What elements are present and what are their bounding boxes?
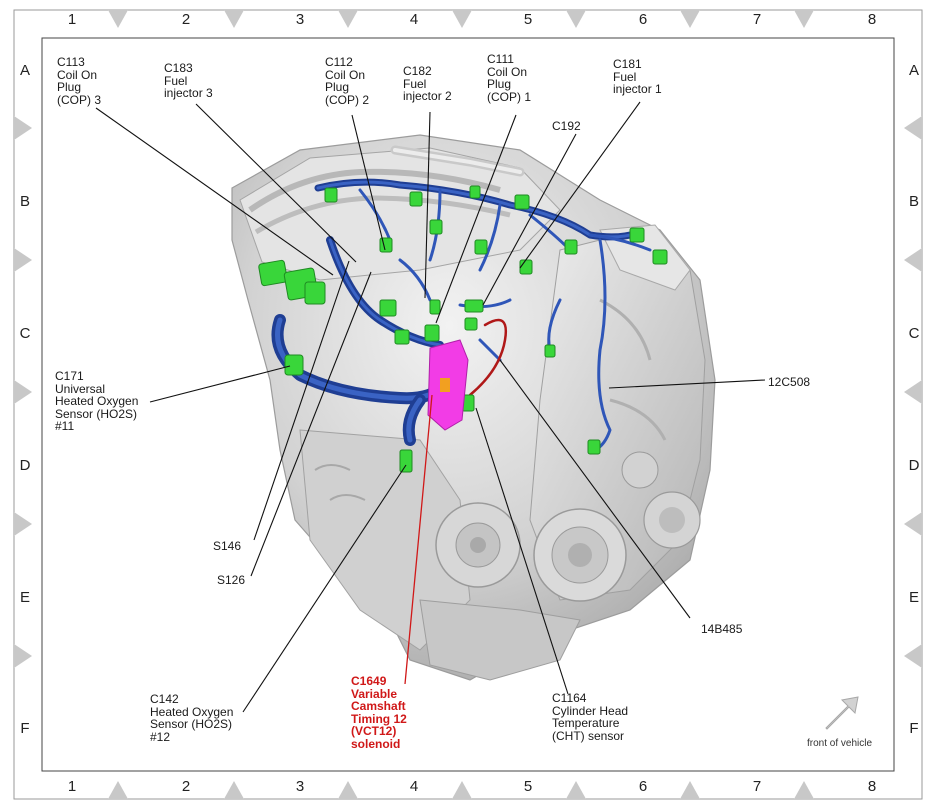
vct-solenoid-highlight — [427, 339, 469, 431]
label-14b485: 14B485 — [701, 622, 743, 636]
grid-row-left-e: E — [19, 589, 30, 606]
label-c192: C192 — [552, 119, 581, 133]
grid-col-top-8: 8 — [867, 11, 877, 28]
grid-row-left-a: A — [19, 62, 30, 79]
label-s146: S146 — [213, 539, 242, 553]
wiring-harness — [271, 178, 652, 452]
grid-row-left-c: C — [19, 325, 31, 342]
label-c113: C113 Coil On Plug (COP) 3 — [57, 55, 102, 107]
grid-col-top-3: 3 — [295, 11, 305, 28]
connectors — [258, 185, 668, 473]
grid-col-top-1: 1 — [67, 11, 77, 28]
border-markers — [14, 10, 922, 799]
front-of-vehicle-label: front of vehicle — [807, 738, 873, 749]
label-c142: C142 Heated Oxygen Sensor (HO2S) #12 — [150, 692, 234, 744]
label-s126: S126 — [217, 573, 246, 587]
label-c171: C171 Universal Heated Oxygen Sensor (HO2… — [55, 369, 139, 433]
grid-row-right-f: F — [909, 720, 919, 737]
grid-col-top-6: 6 — [638, 11, 648, 28]
grid-row-left-d: D — [19, 457, 31, 474]
label-c111: C111 Coil On Plug (COP) 1 — [487, 52, 532, 104]
grid-col-top-5: 5 — [523, 11, 533, 28]
grid-row-right-e: E — [908, 589, 919, 606]
grid-row-right-c: C — [908, 325, 920, 342]
grid-col-bottom-4: 4 — [409, 778, 419, 795]
grid-col-bottom-5: 5 — [523, 778, 533, 795]
vct-leader-line — [404, 394, 433, 685]
grid-col-top-4: 4 — [409, 11, 419, 28]
grid-col-top-7: 7 — [752, 11, 762, 28]
grid-row-left-f: F — [20, 720, 30, 737]
grid-row-right-a: A — [908, 62, 919, 79]
grid-row-right-b: B — [908, 193, 919, 210]
front-arrow-icon — [825, 696, 859, 730]
label-c181: C181 Fuel injector 1 — [613, 57, 662, 96]
inner-border — [41, 37, 895, 772]
grid-row-right-d: D — [908, 457, 920, 474]
grid-col-top-2: 2 — [181, 11, 191, 28]
grid-col-bottom-7: 7 — [752, 778, 762, 795]
label-c112: C112 Coil On Plug (COP) 2 — [325, 55, 370, 107]
grid-col-bottom-2: 2 — [181, 778, 191, 795]
label-c182: C182 Fuel injector 2 — [403, 64, 452, 103]
grid-row-left-b: B — [19, 193, 30, 210]
grid-col-bottom-1: 1 — [67, 778, 77, 795]
grid-col-bottom-3: 3 — [295, 778, 305, 795]
grid-col-bottom-6: 6 — [638, 778, 648, 795]
label-c183: C183 Fuel injector 3 — [164, 61, 213, 100]
label-c1164: C1164 Cylinder Head Temperature (CHT) se… — [552, 691, 629, 743]
leader-lines — [95, 101, 766, 713]
label-c1649: C1649 Variable Camshaft Timing 12 (VCT12… — [351, 674, 407, 751]
grid-col-bottom-8: 8 — [867, 778, 877, 795]
label-12c508: 12C508 — [768, 375, 811, 389]
